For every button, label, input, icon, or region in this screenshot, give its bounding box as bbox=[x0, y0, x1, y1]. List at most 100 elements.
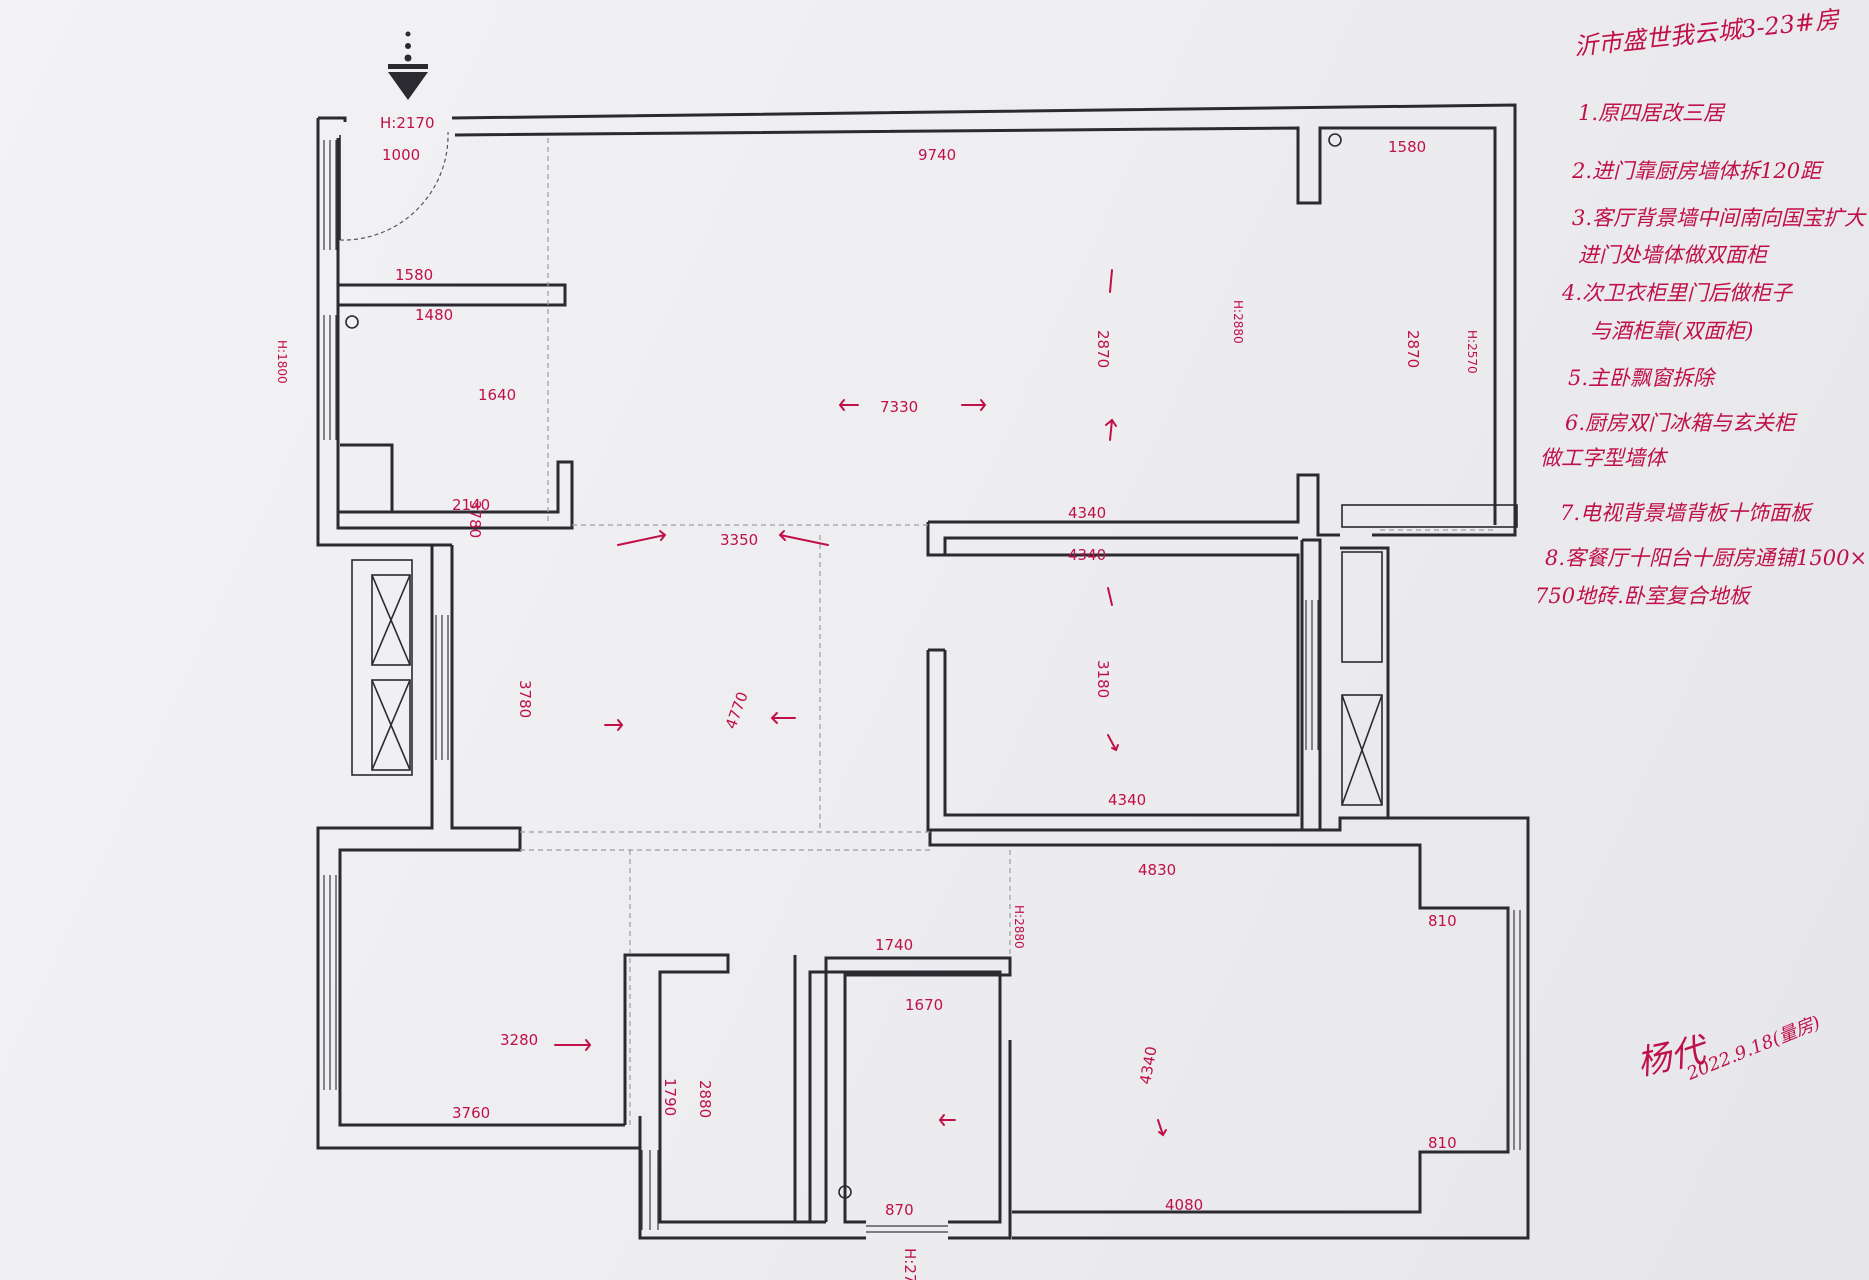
arrow-center-left bbox=[617, 530, 667, 546]
wall-bottom-right bbox=[928, 816, 1530, 1240]
dim-right-ceiling: H:2880 bbox=[1231, 300, 1245, 344]
dim-top-wall: 9740 bbox=[918, 146, 956, 164]
dim-left-window: H:1800 bbox=[275, 340, 289, 384]
arrow-living-left bbox=[604, 719, 624, 731]
window-left-lower bbox=[323, 875, 337, 1090]
note-7: 7.电视背景墙背板十饰面板 bbox=[1560, 501, 1814, 525]
dim-balcony-bottom: 810 bbox=[1428, 1134, 1457, 1152]
window-corridor bbox=[435, 615, 449, 760]
dim-bottom-right-width: 4080 bbox=[1165, 1196, 1203, 1214]
note-5: 5.主卧飘窗拆除 bbox=[1568, 366, 1717, 390]
door-swing-arc bbox=[339, 131, 449, 241]
window-balcony bbox=[1507, 910, 1521, 1150]
wall-big-room-bottom bbox=[926, 473, 1340, 557]
pipe-icon-bottom bbox=[838, 1185, 852, 1199]
wall-right-column bbox=[1302, 538, 1390, 832]
dashed-lines bbox=[520, 138, 1495, 1125]
entry-dot-2 bbox=[405, 43, 411, 49]
wall-mid-room bbox=[926, 540, 1304, 832]
dim-bath-width: 1740 bbox=[875, 936, 913, 954]
wall-bottom-room2 bbox=[638, 956, 1012, 1240]
cabinet-left-bottom-x bbox=[371, 679, 411, 771]
pipe-icon-left bbox=[345, 315, 359, 329]
wall-bath bbox=[793, 955, 1012, 1240]
wall-entry-left bbox=[316, 116, 434, 560]
dim-bath-height: 1670 bbox=[905, 996, 943, 1014]
arrow-big-room-up bbox=[1109, 269, 1113, 293]
note-3b: 进门处墙体做双面柜 bbox=[1578, 243, 1770, 267]
cabinet-left-top-x bbox=[371, 574, 411, 666]
note-8: 8.客餐厅十阳台十厨房通铺1500× bbox=[1545, 546, 1867, 570]
dim-bottom-room-height: 2880 bbox=[696, 1080, 714, 1118]
right-ledge bbox=[1341, 504, 1518, 528]
dim-bottom-left-height: 3280 bbox=[500, 1031, 538, 1049]
dim-balcony-top: 810 bbox=[1428, 912, 1457, 930]
dim-mid-room-width: 4340 bbox=[1068, 504, 1106, 522]
entry-arrow-icon bbox=[388, 72, 428, 100]
dim-left-room-width: 1640 bbox=[478, 386, 516, 404]
cabinet-right-bottom bbox=[1341, 694, 1383, 806]
cabinet-left-bottom bbox=[371, 679, 411, 771]
dim-top-right-room: 1580 bbox=[1388, 138, 1426, 156]
arrow-big-room-right bbox=[961, 399, 987, 411]
cabinet-left bbox=[351, 559, 413, 776]
pipe-icon-top-right bbox=[1328, 133, 1342, 147]
sheet-date: 2022.9.18(量房) bbox=[1683, 1012, 1823, 1085]
dim-bottom-right-ceiling: H:2880 bbox=[1012, 905, 1026, 949]
arrow-big-room-down bbox=[1105, 418, 1117, 441]
dimension-arrows bbox=[554, 269, 1167, 1137]
arrow-bath bbox=[938, 1114, 956, 1126]
note-4b: 与酒柜靠(双面柜) bbox=[1590, 319, 1753, 343]
window-entry bbox=[323, 140, 337, 250]
wall-top bbox=[451, 103, 1517, 537]
note-6: 6.厨房双门冰箱与玄关柜 bbox=[1565, 411, 1798, 435]
wall-corridor-left bbox=[316, 545, 642, 1150]
arrow-bottom-right bbox=[1157, 1119, 1167, 1137]
dim-center-width: 3350 bbox=[720, 531, 758, 549]
dim-mid-room-height: 3180 bbox=[1094, 660, 1112, 698]
notes-panel: 沂市盛世我云城3-23#房 1.原四居改三居 2.进门靠厨房墙体拆120距 3.… bbox=[1535, 5, 1867, 1085]
dim-entry-door-w: 1000 bbox=[382, 146, 420, 164]
dim-big-room-width: 7330 bbox=[880, 398, 918, 416]
sheet-title: 沂市盛世我云城3-23#房 bbox=[1573, 5, 1842, 61]
balcony-cabinets bbox=[351, 504, 1518, 806]
dim-top-left-w: 1480 bbox=[415, 306, 453, 324]
dim-living-left-height: 3780 bbox=[516, 680, 534, 718]
arrow-living-right bbox=[770, 712, 796, 724]
wall-bottom-room1 bbox=[623, 953, 826, 1224]
note-4: 4.次卫衣柜里门后做柜子 bbox=[1561, 281, 1794, 305]
cabinet-left-top bbox=[371, 574, 411, 666]
entry-arrow-bar bbox=[388, 64, 428, 69]
dimension-labels: H:2170 1000 9740 1580 7330 2870 2870 H:2… bbox=[275, 114, 1479, 1280]
note-8b: 750地砖.卧室复合地板 bbox=[1535, 584, 1753, 608]
arrow-bottom-left bbox=[554, 1039, 592, 1051]
cabinet-right-top bbox=[1341, 551, 1383, 663]
dim-small-w: 1580 bbox=[395, 266, 433, 284]
wall-corridor-right bbox=[432, 543, 520, 830]
note-6b: 做工字型墙体 bbox=[1540, 446, 1669, 470]
dim-mid-room-bottom: 4340 bbox=[1108, 791, 1146, 809]
entry-dot-3 bbox=[404, 54, 412, 62]
wall-top-inner bbox=[454, 126, 1497, 525]
dim-bottom-door: 870 bbox=[885, 1201, 914, 1219]
walls bbox=[316, 103, 1530, 1240]
arrow-big-room-left bbox=[838, 399, 859, 411]
window-bottom-left bbox=[641, 1150, 659, 1230]
window-left-upper bbox=[323, 315, 337, 440]
windows bbox=[323, 140, 1521, 1233]
dim-living-width: 4770 bbox=[722, 689, 752, 731]
window-bottom-mid bbox=[866, 1225, 948, 1233]
dim-right-room-h: H:2570 bbox=[1465, 330, 1479, 374]
cabinet-right-bottom-x bbox=[1341, 694, 1383, 806]
dim-bottom-right-height: 4340 bbox=[1136, 1045, 1160, 1086]
dim-top-left-h: 2140 bbox=[452, 496, 490, 514]
dim-left-room-height: 3780 bbox=[466, 500, 484, 538]
dim-bottom-left-width: 3760 bbox=[452, 1104, 490, 1122]
note-1: 1.原四居改三居 bbox=[1578, 101, 1726, 125]
dim-entry-door-h: H:2170 bbox=[380, 114, 435, 132]
dim-right-room-height: 2870 bbox=[1404, 330, 1422, 368]
entry-dot-1 bbox=[405, 31, 411, 37]
dim-bottom-h: H:2790 bbox=[901, 1248, 919, 1280]
dim-mid-room-width-inner: 4340 bbox=[1068, 546, 1106, 564]
